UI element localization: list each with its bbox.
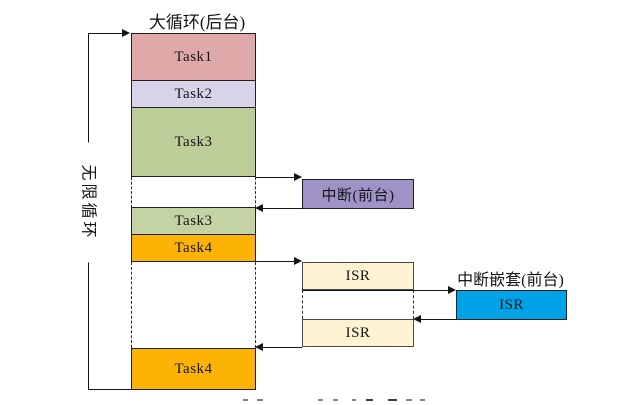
task1-block: Task1 [131, 33, 256, 81]
loop-line-bottom [88, 389, 131, 390]
task3-block: Task3 [131, 107, 256, 177]
isr-gap-dashed-left [302, 290, 303, 319]
loop-line-top [88, 33, 123, 34]
interrupt-block: 中断(前台) [302, 179, 414, 209]
isr-return-arrowhead-icon [255, 343, 263, 351]
task4-block: Task4 [131, 234, 256, 262]
interrupt-return-arrowhead-icon [255, 204, 263, 212]
interrupt-return-line [263, 208, 302, 209]
nested-return-arrowhead-icon [413, 315, 421, 323]
task2-block: Task2 [131, 80, 256, 108]
loop-arrowhead-icon [122, 29, 130, 37]
nested-isr-block: ISR [456, 290, 567, 320]
interrupted-gap-1 [131, 177, 256, 208]
task3-resume-block: Task3 [131, 207, 256, 235]
isr-gap-dashed-right [413, 290, 414, 319]
isr-call-line [256, 261, 294, 262]
nested-call-arrowhead-icon [448, 286, 456, 294]
interrupt-call-arrowhead-icon [294, 173, 302, 181]
nested-call-line [302, 290, 448, 291]
nested-return-line [421, 319, 456, 320]
interrupted-gap-2 [131, 262, 256, 348]
isr1-block: ISR [302, 262, 414, 290]
infinite-loop-label: 无限循环 [78, 142, 98, 263]
nested-interrupt-title: 中断嵌套(前台) [457, 272, 564, 289]
isr2-block: ISR [302, 319, 414, 347]
interrupt-call-line [256, 177, 294, 178]
isr-return-line [263, 347, 302, 348]
background-loop-title: 大循环(后台) [148, 13, 246, 32]
task4-resume-block: Task4 [131, 348, 256, 390]
isr-call-arrowhead-icon [294, 257, 302, 265]
